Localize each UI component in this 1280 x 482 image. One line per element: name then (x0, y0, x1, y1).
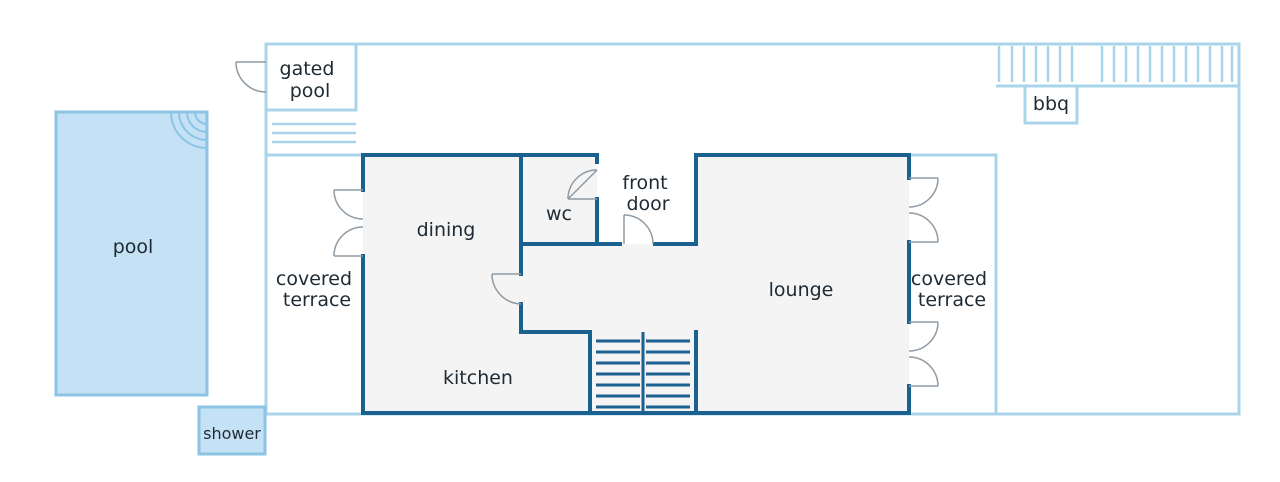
stairs-icon (596, 332, 690, 413)
door-swing-icon (908, 321, 939, 387)
dining-label: dining (417, 219, 476, 241)
door-swing-icon (491, 273, 522, 305)
bbq-box (1023, 84, 1079, 125)
door-swing-icon (333, 189, 364, 257)
lounge-label: lounge (769, 279, 834, 301)
covered-terrace-right-label: covered terrace (911, 268, 993, 311)
shower-box (197, 405, 267, 456)
right-terrace-outline (909, 153, 998, 413)
house-floor (363, 155, 909, 413)
pool (54, 110, 209, 397)
door-swing-icon (623, 214, 654, 245)
bbq-label: bbq (1033, 93, 1069, 115)
gated-pool-box (266, 44, 358, 112)
gate-door-icon (235, 61, 267, 93)
door-swing-icon (567, 169, 598, 200)
house-walls (361, 153, 911, 415)
gated-pool-label: gated pool (280, 58, 341, 102)
wc-label: wc (546, 203, 572, 225)
door-swing-icon (908, 177, 939, 243)
gate-steps-icon (272, 122, 356, 144)
front-door-label: front door (622, 172, 673, 215)
covered-terrace-left-label: covered terrace (276, 268, 358, 311)
shower-label: shower (203, 424, 261, 443)
kitchen-label: kitchen (443, 367, 513, 389)
pool-steps-icon (170, 111, 208, 149)
railing-icon (997, 46, 1234, 82)
pool-label: pool (113, 236, 154, 258)
